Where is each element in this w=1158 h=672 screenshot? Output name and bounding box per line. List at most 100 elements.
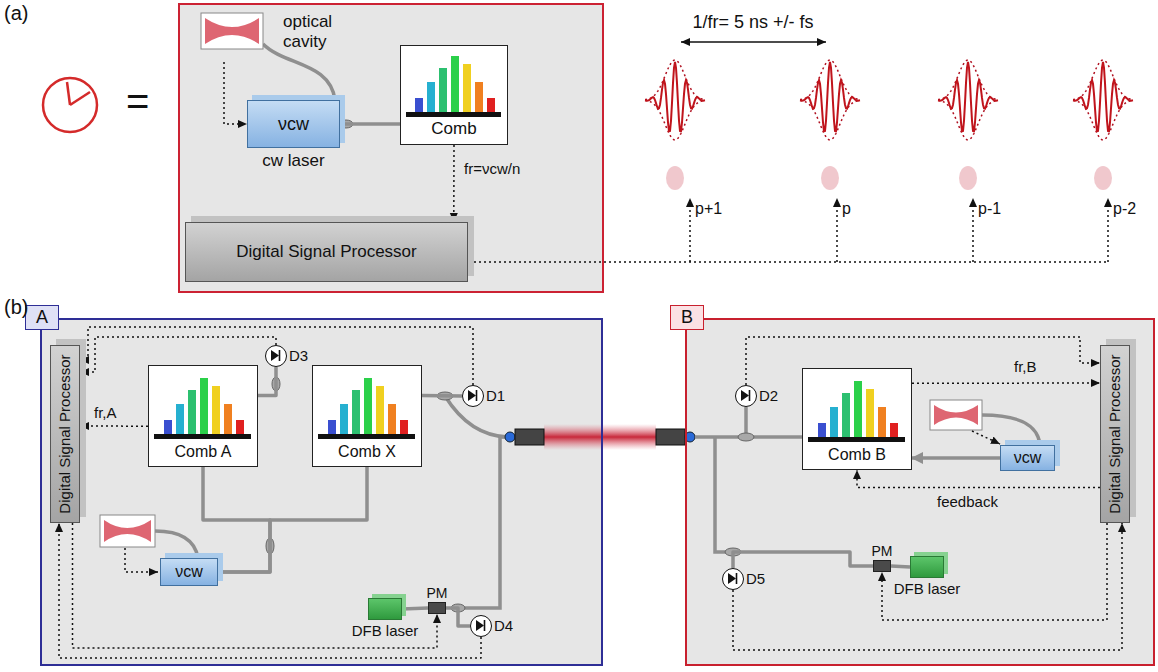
comb-baseline bbox=[318, 434, 415, 439]
signal-line bbox=[73, 523, 438, 648]
panel-tab: B bbox=[670, 305, 704, 330]
fiber bbox=[715, 437, 735, 552]
diode-triangle bbox=[728, 573, 736, 584]
cw-laser: νcwcw laser bbox=[247, 100, 340, 148]
comb-line bbox=[487, 98, 495, 112]
comb-line bbox=[830, 407, 838, 437]
cavity-beam bbox=[205, 18, 259, 44]
text-label: (b) bbox=[4, 296, 28, 319]
processor-label: Digital Signal Processor bbox=[56, 354, 73, 513]
comb-line bbox=[400, 420, 408, 434]
pulse-envelope bbox=[645, 100, 705, 140]
signal-line bbox=[746, 337, 1100, 385]
signal-line bbox=[733, 523, 1122, 650]
comb-label: Comb X bbox=[338, 443, 396, 461]
comb-line bbox=[176, 404, 184, 434]
comb-label: Comb A bbox=[175, 443, 232, 461]
frequency-comb: Comb X bbox=[312, 365, 422, 467]
text-label: p-1 bbox=[978, 200, 1001, 218]
cavity-mirror-box bbox=[100, 515, 155, 547]
signal-line bbox=[882, 523, 1107, 620]
panel-label: B bbox=[681, 307, 693, 328]
comb-line bbox=[890, 423, 898, 437]
comb-line bbox=[451, 56, 459, 112]
collimator bbox=[515, 429, 544, 445]
fiber bbox=[458, 437, 508, 608]
optical-fiber bbox=[733, 552, 873, 568]
pulse-glow bbox=[1094, 166, 1112, 190]
pulse-wave bbox=[938, 62, 998, 131]
comb-line bbox=[188, 390, 196, 434]
text-label: (a) bbox=[4, 2, 28, 25]
comb-line bbox=[212, 386, 220, 434]
cavity-mirror-box bbox=[201, 13, 263, 49]
photodetector: D5 bbox=[722, 568, 744, 590]
fiber bbox=[155, 531, 198, 558]
fiber-coupler bbox=[738, 433, 754, 441]
comb-line bbox=[439, 68, 447, 112]
pulse-glow bbox=[666, 166, 684, 190]
panel-A-ground bbox=[41, 319, 602, 665]
diode-triangle bbox=[271, 350, 279, 361]
diode-symbol bbox=[471, 616, 490, 635]
signal-processor: Digital Signal Processor bbox=[185, 222, 468, 282]
text-label: p bbox=[842, 200, 851, 218]
cavity-beam bbox=[104, 520, 151, 542]
comb-line bbox=[818, 423, 826, 437]
diode-symbol bbox=[723, 569, 742, 588]
diode-symbol bbox=[736, 386, 755, 405]
lock-arrow bbox=[972, 431, 1000, 444]
comb-label: Comb B bbox=[828, 446, 886, 464]
comb-line bbox=[164, 420, 172, 434]
signal-line bbox=[59, 523, 481, 658]
dfb-laser: DFB laser bbox=[910, 556, 944, 578]
panel-a-frame bbox=[179, 4, 603, 292]
trigger-arrow bbox=[972, 198, 974, 262]
modulator-label: PM bbox=[872, 543, 893, 559]
collimator bbox=[656, 429, 685, 445]
edge-label: fr=νcw/n bbox=[462, 160, 522, 177]
modulator-label: PM bbox=[427, 585, 448, 601]
edge-label: fr,B bbox=[1012, 358, 1039, 375]
comb-baseline bbox=[154, 434, 251, 439]
optical-fiber bbox=[340, 122, 400, 126]
comb-line bbox=[842, 393, 850, 437]
frequency-comb: Comb B bbox=[802, 368, 912, 470]
clock-hand bbox=[70, 92, 90, 105]
photodetector: D4 bbox=[470, 615, 492, 637]
diode-bar bbox=[279, 350, 281, 361]
comb-line bbox=[224, 404, 232, 434]
text-label: p-2 bbox=[1113, 200, 1136, 218]
comb-line bbox=[364, 378, 372, 434]
panel-B-ground bbox=[686, 319, 1154, 665]
lock-arrow bbox=[125, 548, 158, 572]
text-label: 1/fr= 5 ns +/- fs bbox=[692, 12, 813, 33]
laser-label: DFB laser bbox=[352, 622, 419, 639]
trigger-arrow bbox=[1107, 198, 1109, 262]
cavity-beam bbox=[934, 405, 978, 425]
diode-bar bbox=[476, 390, 478, 401]
diode-symbol bbox=[266, 346, 285, 365]
pulse-wave bbox=[1073, 62, 1133, 131]
processor-label: Digital Signal Processor bbox=[236, 242, 416, 262]
clock-face bbox=[43, 78, 97, 132]
cavity-label: optical cavity bbox=[283, 12, 363, 53]
laser-frequency: νcw bbox=[278, 114, 309, 135]
comb-line bbox=[388, 404, 396, 434]
photodetector: D2 bbox=[735, 385, 757, 407]
photodetector: D1 bbox=[462, 385, 484, 407]
diode-symbol bbox=[463, 386, 482, 405]
cavity-mirror-box bbox=[930, 400, 982, 430]
optical-fiber bbox=[422, 394, 462, 398]
signal-line bbox=[912, 382, 1100, 384]
optical-fiber bbox=[891, 566, 910, 567]
pulse-glow bbox=[821, 166, 839, 190]
comb-line bbox=[200, 378, 208, 434]
diode-triangle bbox=[476, 620, 484, 631]
cw-laser: νcw bbox=[1000, 445, 1055, 471]
text-label: p+1 bbox=[695, 200, 722, 218]
optical-fiber bbox=[446, 608, 470, 626]
trigger-arrow bbox=[689, 198, 691, 262]
clock-hand bbox=[67, 82, 70, 105]
